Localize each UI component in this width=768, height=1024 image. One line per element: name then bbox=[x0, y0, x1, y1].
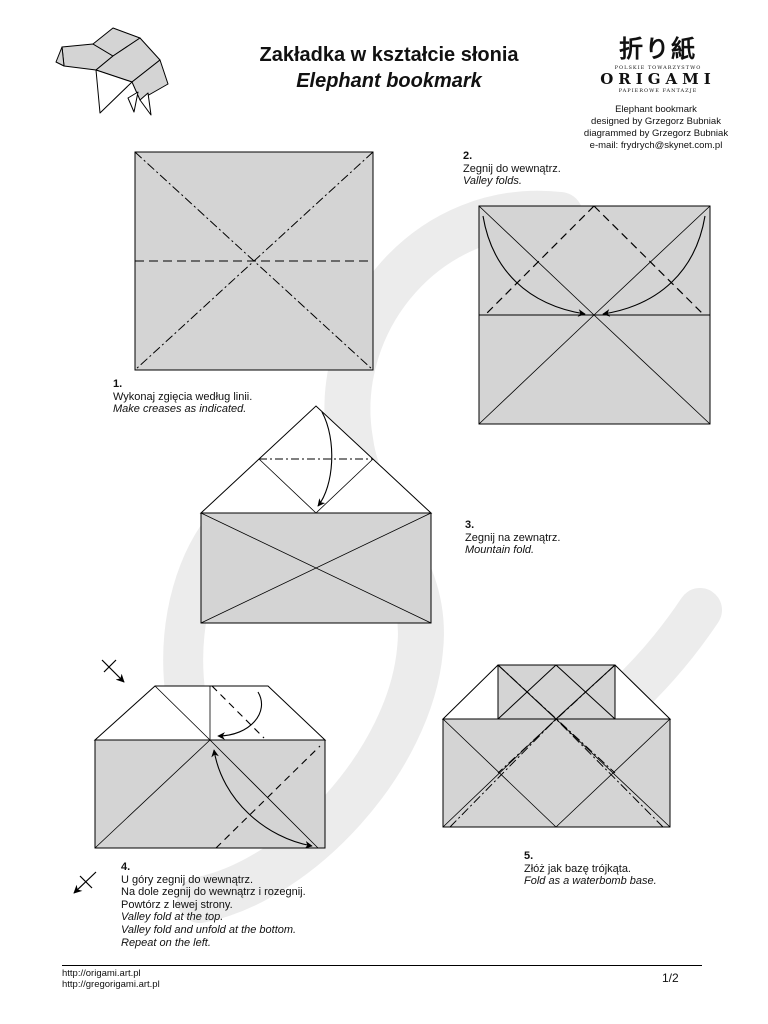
step3-diagram bbox=[199, 405, 433, 624]
step-text-en: Make creases as indicated. bbox=[113, 403, 247, 416]
step-text-pl: Wykonaj zgięcia według linii. bbox=[113, 390, 253, 403]
step-text-en: Mountain fold. bbox=[465, 544, 535, 557]
step-text-pl: Złóż jak bazę trójkąta. bbox=[524, 862, 631, 875]
credit-line: designed by Grzegorz Bubniak bbox=[591, 116, 721, 127]
step-text-pl: Na dole zegnij do wewnątrz i rozegnij. bbox=[121, 886, 306, 899]
page-title: Zakładka w kształcie słonia bbox=[259, 44, 519, 66]
pleat-symbol-icon bbox=[73, 871, 97, 894]
footer-link[interactable]: http://gregorigami.art.pl bbox=[62, 979, 160, 990]
step5-diagram bbox=[441, 664, 672, 828]
step4-caption: 4. U góry zegnij do wewnątrz. Na dole ze… bbox=[121, 861, 306, 949]
step5-caption: 5. Złóż jak bazę trójkąta. Fold as a wat… bbox=[524, 850, 657, 888]
arrow-icon bbox=[602, 215, 706, 317]
credit-line: diagrammed by Grzegorz Bubniak bbox=[583, 128, 729, 139]
step-text-pl: Powtórz z lewej strony. bbox=[121, 898, 233, 911]
step-text-en: Fold as a waterbomb base. bbox=[524, 875, 657, 888]
credit-line: e-mail: frydrych@skynet.com.pl bbox=[589, 140, 723, 151]
step-text-pl: Zegnij na zewnątrz. bbox=[465, 531, 561, 544]
footer-divider bbox=[62, 965, 702, 966]
pleat-symbol-icon bbox=[101, 659, 125, 683]
arrow-icon bbox=[317, 411, 333, 507]
arrow-icon bbox=[217, 691, 263, 740]
step4-diagram bbox=[93, 685, 327, 849]
logo-kanji: 折り紙 bbox=[619, 34, 697, 63]
arrow-icon bbox=[482, 215, 586, 317]
step-number: 2. bbox=[463, 150, 473, 162]
step-number: 4. bbox=[121, 861, 131, 873]
elephant-model-icon bbox=[55, 27, 169, 116]
step-text-en: Repeat on the left. bbox=[121, 936, 211, 949]
step-number: 1. bbox=[113, 378, 123, 390]
step2-caption: 2. Zegnij do wewnątrz. Valley folds. bbox=[463, 150, 561, 188]
step3-caption: 3. Zegnij na zewnątrz. Mountain fold. bbox=[465, 519, 560, 557]
step2-diagram bbox=[478, 205, 711, 425]
step-text-pl: U góry zegnij do wewnątrz. bbox=[121, 873, 254, 886]
origami-society-logo: 折り紙 POLSKIE TOWARZYSTWO ORIGAMI PAPIEROW… bbox=[592, 34, 724, 100]
step-text-en: Valley fold and unfold at the bottom. bbox=[121, 923, 297, 936]
logo-name: ORIGAMI bbox=[600, 70, 716, 88]
logo-org-line: POLSKIE TOWARZYSTWO bbox=[614, 65, 702, 71]
step-number: 3. bbox=[465, 519, 475, 531]
step-number: 5. bbox=[524, 850, 534, 862]
step-text-en: Valley folds. bbox=[463, 175, 522, 188]
logo-tagline: PAPIEROWE FANTAZJE bbox=[618, 88, 698, 94]
credit-line: Elephant bookmark bbox=[615, 104, 697, 115]
step1-caption: 1. Wykonaj zgięcia według linii. Make cr… bbox=[113, 378, 252, 416]
page-subtitle: Elephant bookmark bbox=[296, 70, 482, 92]
arrow-icon bbox=[211, 749, 313, 849]
page-number: 1/2 bbox=[662, 971, 679, 985]
step-text-pl: Zegnij do wewnątrz. bbox=[463, 162, 561, 175]
step-text-en: Valley fold at the top. bbox=[121, 911, 224, 924]
step1-diagram bbox=[134, 151, 374, 371]
footer-link[interactable]: http://origami.art.pl bbox=[62, 968, 141, 979]
